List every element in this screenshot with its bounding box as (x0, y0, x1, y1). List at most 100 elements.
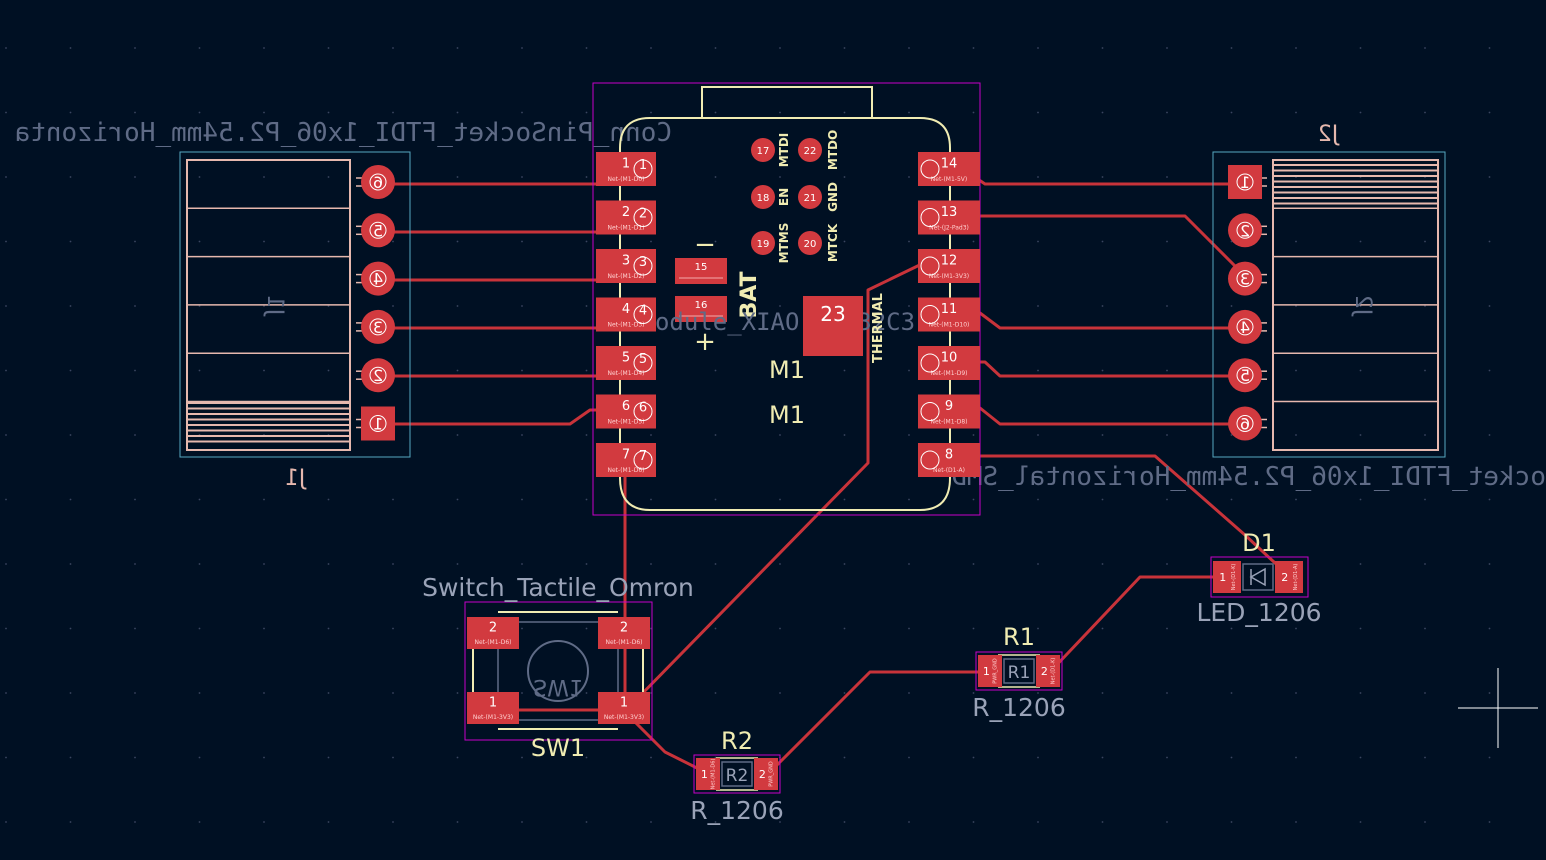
d1-fab-body (1242, 563, 1274, 591)
j1-pin-2[interactable]: 2 (356, 358, 395, 393)
j1-pin-4[interactable]: 4 (356, 261, 395, 296)
j1-pin-1[interactable]: 1 (356, 406, 395, 441)
m1-thermal-pad[interactable] (803, 296, 863, 356)
r2-value-label: R_1206 (690, 796, 784, 825)
r1-fab-body (1003, 658, 1035, 684)
j1-pin-6[interactable]: 6 (356, 165, 395, 199)
sw1-switch[interactable]: SW1 2Net-(M1-D6)2Net-(M1-D6)1Net-(M1-3V3… (422, 573, 694, 762)
m1-bat-pad-number: 16 (695, 300, 708, 311)
d1-ref-label: D1 (1242, 529, 1276, 557)
j2-pin-4[interactable]: 4 (1228, 309, 1267, 344)
m1-pad-3-hole-number: 3 (639, 255, 647, 270)
m1-pad-9-net: Net-(M1-D8) (931, 418, 968, 425)
m1-pad-8-net: Net-(D1-A) (933, 467, 965, 474)
m1-bat-pad-16[interactable]: 16 (675, 296, 727, 322)
j1-pin-3[interactable]: 3 (356, 309, 395, 344)
track-17 (768, 670, 989, 774)
sw1-pad-4-net: Net-(M1-3V3) (604, 714, 644, 721)
j2-pin-2[interactable]: 2 (1228, 213, 1267, 248)
j2-pin-number: 5 (1240, 366, 1250, 385)
m1-jtag-pad-22[interactable]: 22 MTDO (798, 130, 840, 170)
sw1-actuator (527, 640, 589, 702)
m1-pad-9-number: 9 (945, 399, 953, 414)
m1-pad-10-net: Net-(M1-D9) (931, 370, 968, 377)
m1-pad-11-number: 11 (941, 302, 958, 317)
j1-pin-5[interactable]: 5 (356, 213, 395, 248)
j2-pin-number: 4 (1240, 318, 1250, 337)
r1-pad-number: 1 (983, 665, 990, 678)
r1-fab-label: R1 (1008, 663, 1031, 683)
j2-body-dividers (1273, 207, 1438, 403)
sw1-pad-2-net: Net-(M1-D6) (606, 639, 643, 646)
m1-pad-10-number: 10 (941, 350, 958, 365)
j2-courtyard (1212, 151, 1446, 458)
sw1-pad-1-number: 2 (489, 620, 497, 635)
j1-pin-number: 2 (373, 366, 383, 385)
r1-pad-net: Net-(D1-K) (1051, 658, 1057, 685)
r2-ref-label: R2 (721, 727, 753, 755)
r1-value-label: R_1206 (972, 693, 1066, 722)
track-16 (932, 454, 1292, 579)
j1-ref-label: J1 (285, 466, 308, 491)
crosshair-cursor-icon (1458, 668, 1538, 748)
m1-pad-5-number: 5 (622, 350, 630, 365)
m1-bat-pad-15[interactable]: 15 (675, 258, 727, 284)
m1-pad-14-net: Net-(M1-5V) (931, 176, 967, 183)
m1-jtag-label: MTDO (826, 130, 840, 170)
sw1-pad-1-net: Net-(M1-D6) (475, 639, 512, 646)
m1-pad-2-hole-number: 2 (639, 207, 647, 222)
j2-pin-1[interactable]: 1 (1228, 165, 1267, 199)
d1-value-label: LED_1206 (1196, 598, 1321, 627)
m1-jtag-pad-number: 22 (804, 146, 817, 157)
r1-pad-number: 2 (1041, 665, 1048, 678)
m1-pad-7-hole-number: 7 (639, 449, 647, 464)
j1-body-dividers (187, 207, 350, 403)
sw1-pad-3-number: 1 (489, 695, 497, 710)
j2-ref-label: J2 (1318, 122, 1341, 147)
m1-pad-14-number: 14 (941, 156, 958, 171)
m1-pad-8-number: 8 (945, 447, 953, 462)
j2-pin-5[interactable]: 5 (1228, 358, 1267, 393)
r2-fab-body (721, 761, 753, 787)
j2-pin-3[interactable]: 3 (1228, 261, 1267, 296)
j2-pin-6[interactable]: 6 (1228, 406, 1267, 441)
sw1-fab-body (497, 621, 619, 721)
d1-pad-number: 1 (1219, 571, 1226, 584)
